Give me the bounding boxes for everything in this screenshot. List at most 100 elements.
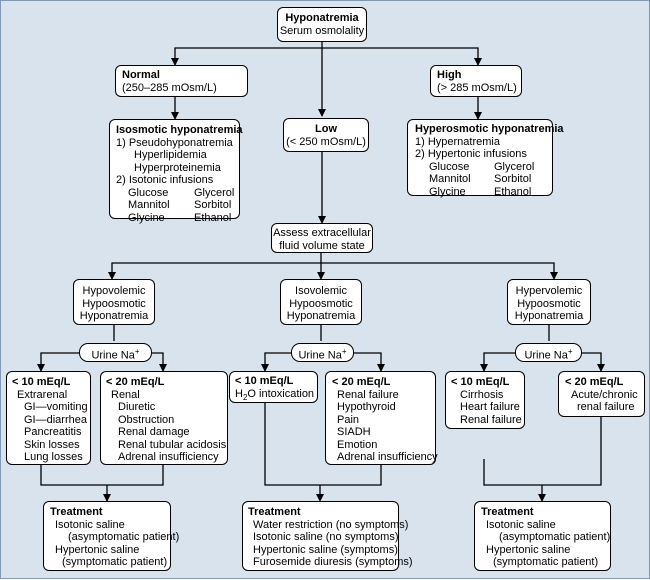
cause-line: Renal damage [118, 426, 190, 438]
treatment-line: Isotonic saline [55, 518, 125, 531]
treatment-line: Isotonic saline (no symptoms) [253, 531, 399, 543]
h2o-h: H [235, 387, 243, 400]
treatment-left-box: Treatment Isotonic saline (asymptomatic … [43, 501, 180, 571]
low-box: Low (< 250 mOsm/L) [283, 118, 369, 152]
iso-low-title: < 10 mEq/L [235, 375, 294, 387]
treatment-line: (symptomatic patient) [62, 556, 168, 568]
treatment-line: Hypertonic saline (symptoms) [253, 543, 398, 556]
infusion-name: Mannitol [429, 173, 471, 185]
treatment-right-box: Treatment Isotonic saline (asymptomatic … [474, 501, 611, 571]
cause-line: Pancreatitis [24, 426, 82, 438]
isosmotic-infusions: Glucose Mannitol Glycine Glycerol Sorbit… [116, 187, 239, 225]
urine-na-left: Urine Na+ [79, 343, 152, 362]
volume-line: Hypoosmotic [82, 297, 146, 310]
hyperosmotic-title: Hyperosmotic hyponatremia [415, 123, 564, 135]
high-title: High [437, 69, 462, 81]
cause-line: Heart failure [460, 401, 520, 413]
cause-line: Obstruction [118, 413, 175, 426]
treatment-line: (asymptomatic patient) [499, 531, 611, 543]
hypo-high-title: < 20 mEq/L [106, 376, 165, 388]
hyper-high-title: < 20 mEq/L [565, 376, 624, 388]
volume-line: Hyponatremia [79, 310, 149, 322]
infusion-name: Glycine [128, 211, 165, 224]
root-title: Hyponatremia [285, 12, 359, 24]
assess-box: Assess extracellular fluid volume state [271, 223, 373, 253]
hyper-low-box: < 10 mEq/L Cirrhosis Heart failure Renal… [445, 371, 525, 429]
cause-line: Renal failure [337, 388, 399, 401]
urine-sup: + [134, 347, 140, 356]
hyperosmotic-infusions: Glucose Mannitol Glycine Glycerol Sorbit… [415, 161, 552, 199]
treatment-title: Treatment [50, 506, 103, 518]
cause-line: Skin losses [24, 438, 80, 451]
cause-line: Emotion [337, 438, 378, 451]
hyper-low-title: < 10 mEq/L [451, 376, 510, 388]
cause-line: Acute/chronic [571, 388, 638, 401]
urine-na-mid: Urine Na+ [291, 343, 354, 362]
volume-line: Hypervolemic [515, 285, 583, 297]
cause-line: GI—diarrhea [24, 413, 87, 426]
normal-box: Normal (250–285 mOsm/L) [115, 65, 248, 97]
infusion-name: Mannitol [128, 199, 170, 211]
isosmotic-item1: 1) Pseudohyponatremia [116, 136, 233, 149]
isosmotic-sub: Hyperproteinemia [134, 161, 221, 174]
treatment-title: Treatment [481, 506, 534, 518]
high-range: (> 285 mOsm/L) [437, 81, 517, 94]
volume-line: Hypovolemic [82, 285, 146, 297]
root-box: Hyponatremia Serum osmolality [277, 7, 367, 42]
infusion-name: Sorbitol [494, 173, 532, 185]
infusion-name: Sorbitol [194, 199, 232, 211]
cause-line: SIADH [337, 426, 371, 438]
isosmotic-title: Isosmotic hyponatremia [116, 124, 243, 136]
infusion-name: Glycine [429, 185, 466, 198]
cause-line: GI—vomiting [24, 401, 88, 413]
cause-line: Lung losses [24, 451, 83, 463]
cause-line: Adrenal insufficiency [118, 451, 219, 463]
assess-line: Assess extracellular [273, 227, 371, 239]
hyperosmotic-item2: 2) Hypertonic infusions [415, 148, 527, 160]
infusion-name: Glucose [128, 186, 169, 199]
infusion-name: Ethanol [494, 185, 532, 198]
volume-line: Hyponatremia [286, 310, 356, 322]
urine-na-right: Urine Na+ [515, 343, 582, 362]
volume-line: Hyponatremia [514, 310, 584, 322]
isosmotic-item2: 2) Isotonic infusions [116, 174, 214, 186]
cause-line: Renal failure [460, 413, 522, 426]
hypo-low-box: < 10 mEq/L Extrarenal GI—vomiting GI—dia… [6, 371, 91, 465]
iso-low-box: < 10 mEq/L H2O intoxication [229, 371, 318, 403]
isovolemic-box: Isovolemic Hypoosmotic Hyponatremia [280, 279, 362, 325]
hypo-high-box: < 20 mEq/L Renal Diuretic Obstruction Re… [100, 371, 228, 465]
volume-line: Isovolemic [295, 285, 347, 297]
hyperosmotic-item1: 1) Hypernatremia [415, 135, 500, 148]
hypo-low-title: < 10 mEq/L [12, 376, 71, 388]
iso-high-title: < 20 mEq/L [332, 376, 391, 388]
cause-line: Hypothyroid [337, 401, 396, 413]
hypervolemic-box: Hypervolemic Hypoosmotic Hyponatremia [507, 279, 591, 325]
normal-title: Normal [122, 69, 160, 81]
urine-label: Urine Na [91, 349, 135, 362]
urine-sup: + [341, 347, 347, 356]
hypovolemic-box: Hypovolemic Hypoosmotic Hyponatremia [73, 279, 155, 325]
treatment-line: Isotonic saline [486, 518, 556, 531]
cause-line: Extrarenal [17, 388, 68, 401]
assess-line: fluid volume state [279, 239, 365, 252]
h2o-intoxication: H2O intoxication [235, 387, 317, 402]
infusion-name: Glycerol [494, 160, 535, 173]
cause-line: Cirrhosis [460, 388, 504, 401]
treatment-line: (asymptomatic patient) [68, 531, 180, 543]
treatment-line: Hypertonic saline [55, 543, 140, 556]
urine-sup: + [567, 347, 573, 356]
treatment-line: Furosemide diuresis (symptoms) [253, 556, 413, 568]
cause-line: Renal tubular acidosis [118, 438, 227, 451]
treatment-line: Hypertonic saline [486, 543, 571, 556]
infusion-name: Glycerol [194, 186, 235, 199]
root-subtitle: Serum osmolality [279, 24, 365, 37]
treatment-line: (symptomatic patient) [493, 556, 599, 568]
iso-high-box: < 20 mEq/L Renal failure Hypothyroid Pai… [325, 371, 438, 465]
cause-line: Renal [111, 388, 140, 401]
cause-line: Pain [337, 413, 360, 426]
h2o-sub: 2 [242, 392, 248, 402]
cause-line: Adrenal insufficiency [337, 451, 438, 463]
hyperosmotic-box: Hyperosmotic hyponatremia 1) Hypernatrem… [407, 119, 564, 199]
infusion-name: Ethanol [194, 211, 232, 224]
